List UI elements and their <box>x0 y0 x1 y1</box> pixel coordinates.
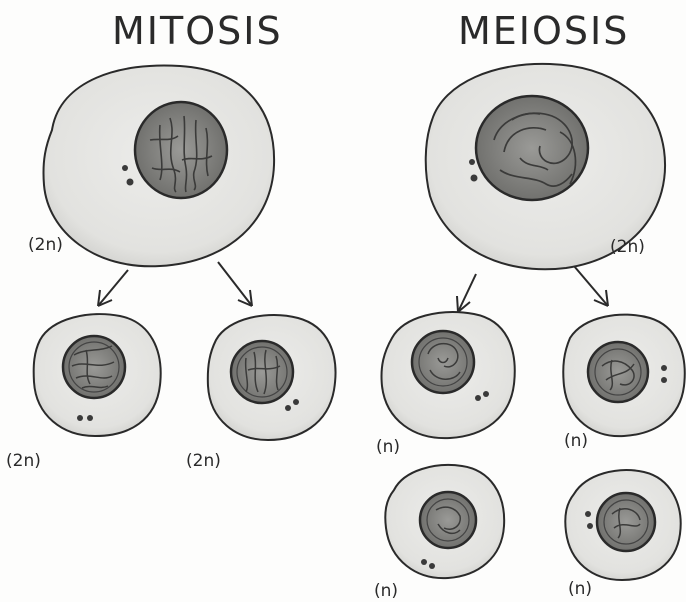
centriole <box>585 511 591 517</box>
centriole <box>661 365 667 371</box>
meiosis-parent-label: (2n) <box>610 237 645 257</box>
meiosis-gamete-cell-2 <box>563 315 685 437</box>
meiosis-gamete-2-nucleus <box>588 342 648 402</box>
meiosis-arrow-right <box>574 266 608 306</box>
meiosis-gamete-3-nucleus <box>420 492 476 548</box>
mitosis-daughter-cell-right <box>208 315 336 440</box>
centriole <box>429 563 435 569</box>
mitosis-parent-label: (2n) <box>28 235 63 255</box>
mitosis-daughter-right-label: (2n) <box>186 451 221 471</box>
meiosis-arrow-left <box>457 274 476 312</box>
meiosis-title: MEIOSIS <box>458 9 629 53</box>
meiosis-parent-centriole <box>469 159 475 165</box>
centriole <box>587 523 593 529</box>
meiosis-gamete-3-label: (n) <box>374 581 398 601</box>
meiosis-gamete-4-nucleus <box>597 493 655 551</box>
meiosis-parent-centriole <box>471 175 478 182</box>
centriole <box>483 391 489 397</box>
meiosis-gamete-1-label: (n) <box>376 437 400 457</box>
centriole <box>475 395 481 401</box>
mitosis-parent-cell <box>43 65 274 266</box>
meiosis-gamete-cell-3 <box>385 465 504 578</box>
centriole <box>421 559 427 565</box>
mitosis-arrow-left <box>98 270 128 306</box>
centriole <box>285 405 291 411</box>
mitosis-arrow-right <box>218 262 252 306</box>
centriole <box>87 415 93 421</box>
centriole <box>293 399 299 405</box>
centriole <box>661 377 667 383</box>
mitosis-daughter-left-nucleus <box>63 336 125 398</box>
meiosis-gamete-cell-4 <box>565 470 680 580</box>
mitosis-parent-centriole <box>122 165 128 171</box>
mitosis-parent-nucleus <box>135 102 227 198</box>
centriole <box>77 415 83 421</box>
mitosis-daughter-cell-left <box>34 314 161 436</box>
mitosis-daughter-right-nucleus <box>231 341 293 403</box>
meiosis-gamete-2-label: (n) <box>564 431 588 451</box>
meiosis-gamete-cell-1 <box>381 312 514 438</box>
mitosis-parent-centriole <box>127 179 134 186</box>
mitosis-title: MITOSIS <box>112 9 283 53</box>
mitosis-daughter-left-label: (2n) <box>6 451 41 471</box>
meiosis-gamete-4-label: (n) <box>568 579 592 599</box>
